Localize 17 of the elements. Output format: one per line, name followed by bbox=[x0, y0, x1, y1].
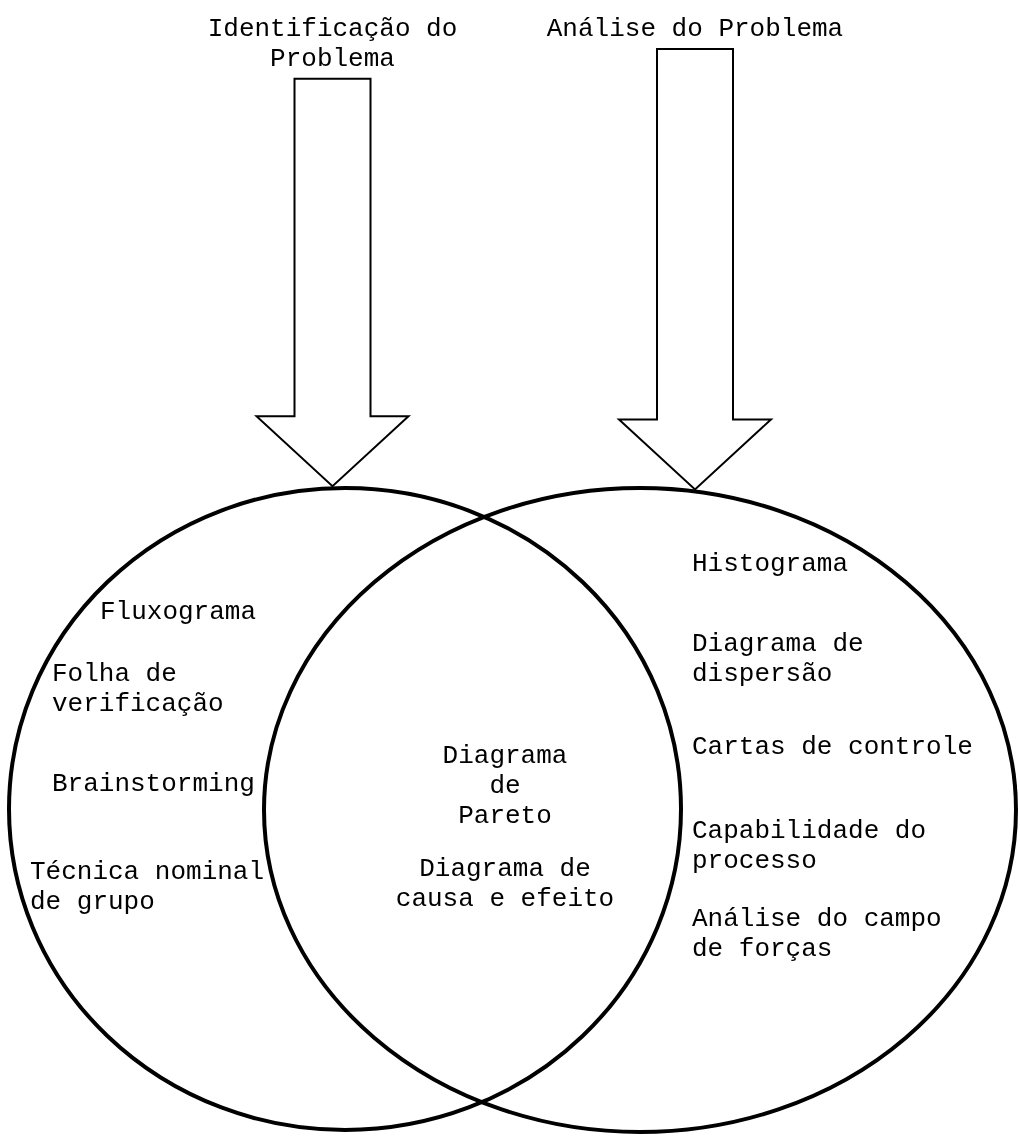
tool-label: Brainstorming bbox=[52, 770, 256, 800]
block-arrow bbox=[253, 77, 412, 488]
block-arrow bbox=[616, 47, 774, 491]
tool-label: Folha de verificação bbox=[52, 660, 225, 720]
tool-label: Fluxograma bbox=[100, 598, 258, 628]
tool-label: Cartas de controle bbox=[692, 733, 974, 763]
tool-label: Diagrama de dispersão bbox=[692, 630, 865, 690]
tool-label: Técnica nominal de grupo bbox=[30, 858, 266, 918]
tool-label: Capabilidade do processo bbox=[692, 817, 928, 877]
circle-outline bbox=[7, 486, 683, 1132]
tool-label: Diagrama de causa e efeito bbox=[394, 855, 616, 915]
heading-text: Análise do Problema bbox=[540, 15, 850, 45]
tool-label: Diagrama de Pareto bbox=[441, 742, 569, 832]
tool-label: Histograma bbox=[692, 550, 850, 580]
heading-text: Identificação do Problema bbox=[200, 15, 465, 75]
circle-outline bbox=[262, 486, 1018, 1134]
tool-label: Análise do campo de forças bbox=[692, 905, 943, 965]
